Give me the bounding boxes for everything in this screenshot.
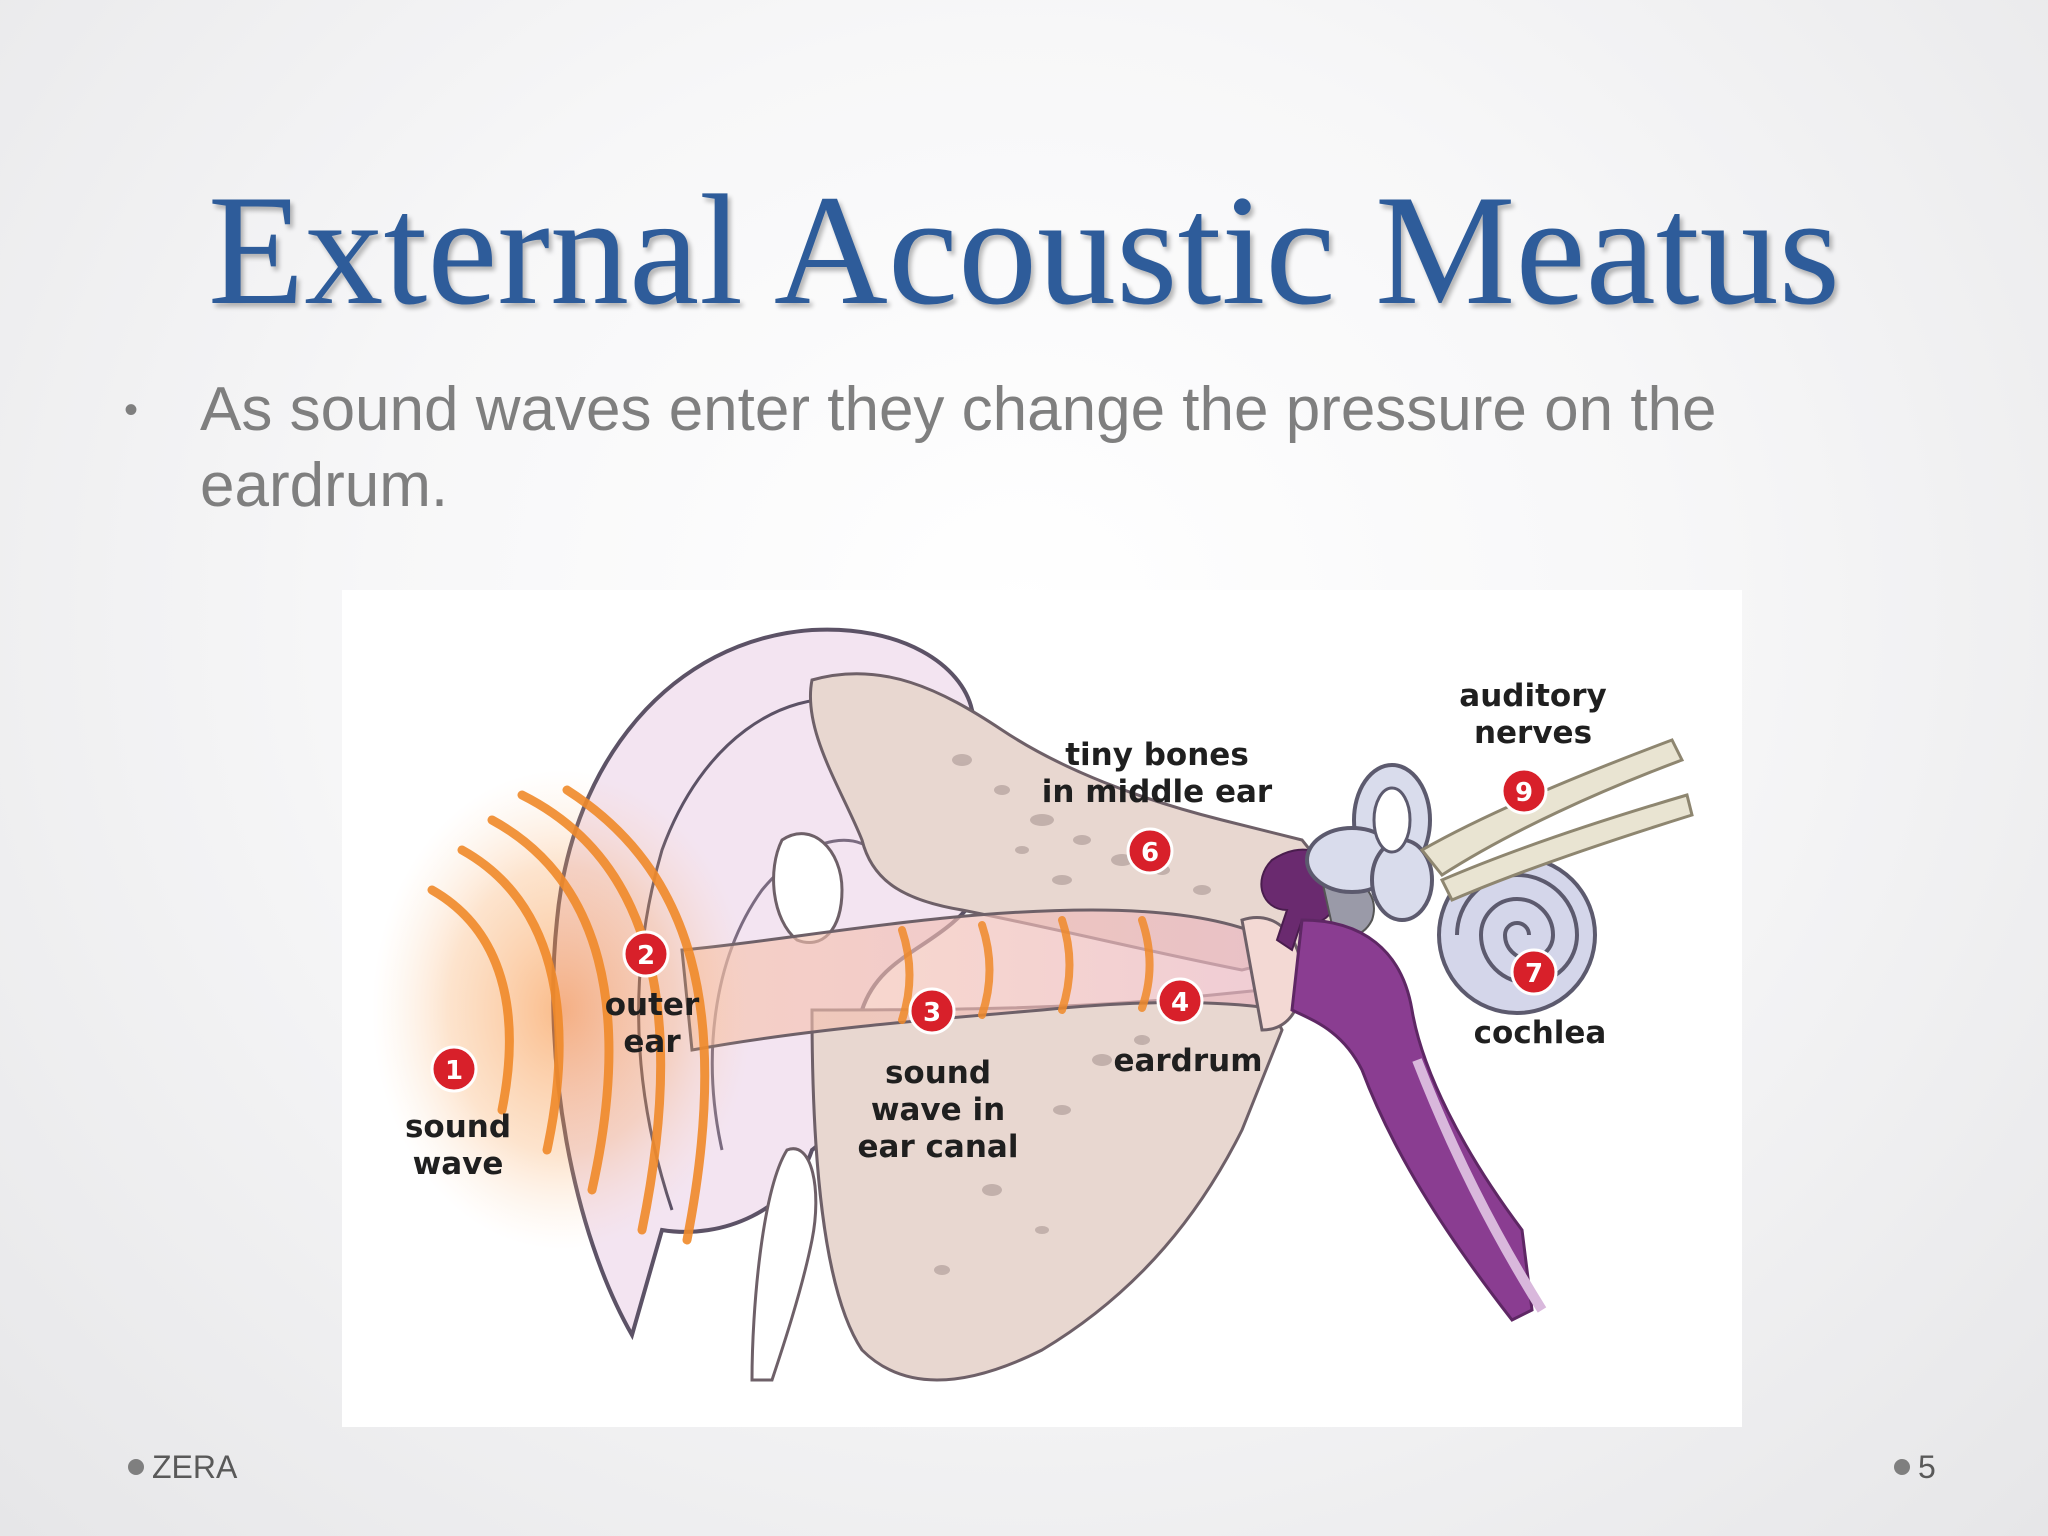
- footer-dot-icon: [128, 1459, 144, 1475]
- marker-9: 9: [1500, 767, 1548, 815]
- label-eardrum: eardrum: [1113, 1043, 1262, 1079]
- footer-page-number: 5: [1894, 1447, 1936, 1487]
- bullet-marker: •: [124, 388, 139, 432]
- svg-text:9: 9: [1515, 778, 1533, 808]
- svg-text:7: 7: [1525, 959, 1543, 989]
- svg-text:2: 2: [637, 941, 655, 971]
- svg-text:3: 3: [923, 998, 941, 1028]
- page-number-text: 5: [1918, 1448, 1936, 1485]
- bullet-text: As sound waves enter they change the pre…: [200, 375, 1717, 520]
- marker-7: 7: [1510, 948, 1558, 996]
- svg-text:4: 4: [1171, 988, 1189, 1018]
- footer-author: ZERA: [128, 1447, 237, 1487]
- footer-author-text: ZERA: [152, 1448, 238, 1485]
- auditory-nerves: [1419, 738, 1694, 902]
- eustachian-tube: [1290, 918, 1534, 1322]
- marker-6: 6: [1126, 827, 1174, 875]
- footer-dot-icon: [1894, 1459, 1910, 1475]
- svg-text:1: 1: [445, 1056, 463, 1086]
- marker-2: 2: [622, 930, 670, 978]
- marker-1: 1: [430, 1045, 478, 1093]
- marker-4: 4: [1156, 977, 1204, 1025]
- slide-title: External Acoustic Meatus: [207, 163, 1841, 338]
- label-cochlea: cochlea: [1474, 1015, 1607, 1051]
- marker-3: 3: [908, 987, 956, 1035]
- svg-text:6: 6: [1141, 838, 1159, 868]
